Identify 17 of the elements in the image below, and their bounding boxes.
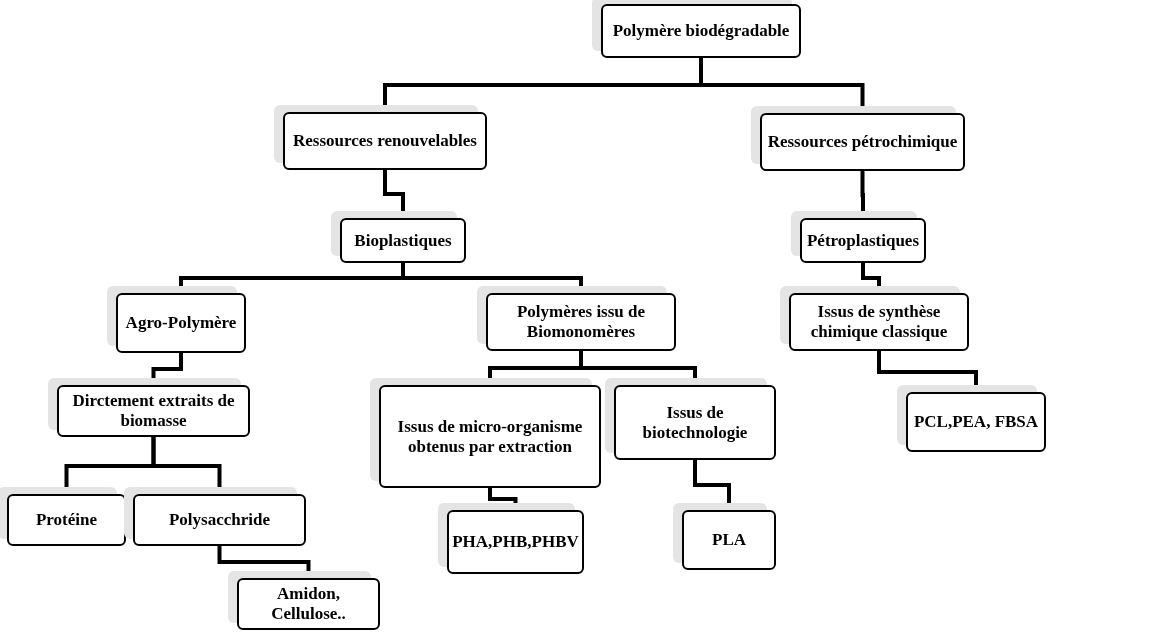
node-label: Issus de biotechnologie	[641, 402, 749, 443]
node-label: PHA,PHB,PHBV	[452, 532, 579, 552]
node-label: Protéine	[35, 510, 98, 530]
node-label: Amidon, Cellulose..	[270, 584, 347, 624]
node-label: Issus de micro-organisme obtenus par extraction	[396, 416, 584, 457]
node-label: Bioplastiques	[354, 230, 452, 251]
node-label: Polymères issu de Biomonomères	[515, 302, 647, 342]
node-label: PCL,PEA, FBSA	[913, 412, 1039, 432]
node-label: Dirctement extraits de biomasse	[71, 391, 236, 431]
node-label: Polysacchride	[168, 510, 270, 530]
node-label: PLA	[712, 530, 746, 550]
node-label: Agro-Polymère	[125, 313, 237, 333]
node-label: Ressources renouvelables	[293, 131, 477, 151]
node-label: Issus de synthèse chimique classique	[809, 302, 949, 342]
node-label: Ressources pétrochimique	[767, 132, 958, 152]
node-label: Polymère biodégradable	[612, 21, 790, 41]
node-label: Pétroplastiques	[806, 230, 920, 251]
